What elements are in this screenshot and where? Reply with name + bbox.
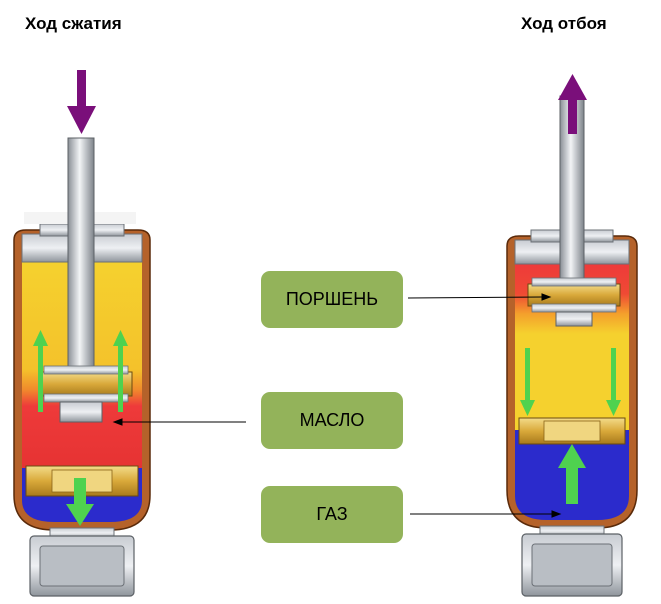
compression-stroke-title: Ход сжатия bbox=[25, 14, 122, 33]
left-bottom-mount bbox=[29, 527, 135, 597]
gas-label: ГАЗ bbox=[261, 486, 403, 543]
left-shock-absorber bbox=[13, 70, 151, 597]
left-motion-arrow-down-icon bbox=[67, 70, 96, 134]
leader-line-piston bbox=[407, 296, 543, 299]
oil-label: МАСЛО bbox=[261, 392, 403, 449]
piston-label: ПОРШЕНЬ bbox=[261, 271, 403, 328]
right-motion-arrow-up-icon bbox=[558, 74, 587, 134]
rebound-stroke-title: Ход отбоя bbox=[521, 14, 607, 33]
left-piston bbox=[39, 365, 133, 423]
right-piston bbox=[527, 277, 621, 327]
right-flow-arrows bbox=[520, 348, 621, 504]
right-bottom-mount bbox=[521, 525, 623, 597]
right-floating-piston bbox=[518, 417, 626, 445]
leader-lines bbox=[112, 293, 562, 518]
right-shock-absorber bbox=[506, 74, 638, 597]
left-flow-arrows bbox=[33, 330, 128, 526]
